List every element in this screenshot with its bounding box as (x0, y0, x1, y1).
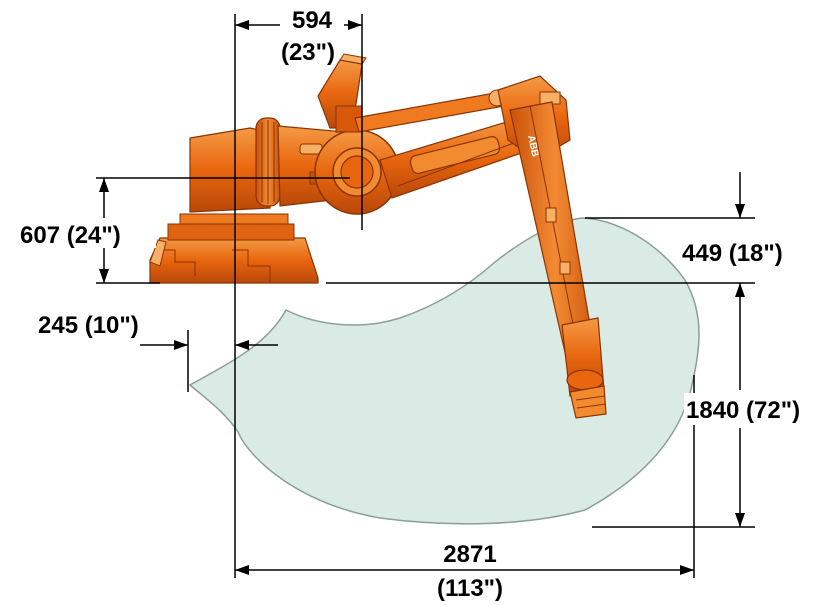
industrial-robot: ABB (149, 53, 607, 419)
robot-forearm (379, 117, 531, 199)
dim-2871-inches: (113") (437, 575, 503, 602)
dim-449-label: 449 (18") (682, 240, 783, 267)
robot-parallel-rod (354, 89, 506, 133)
robot-wrist (561, 317, 607, 419)
dim-594-inches: (23") (281, 39, 335, 66)
dimension-labels: 594 (23") 607 (24") 245 (10") 449 (18") … (18, 6, 834, 602)
dim-1840-label: 1840 (72") (686, 397, 800, 424)
arm-logo: ABB (525, 134, 540, 157)
robot-shoulder-joint (314, 129, 400, 215)
dim-2871-value: 2871 (443, 541, 496, 568)
dim-607-label: 607 (24") (20, 222, 121, 249)
dim-245-label: 245 (10") (38, 312, 139, 339)
dimension-lines (96, 14, 755, 578)
robot-base (149, 213, 319, 284)
dim-594-value: 594 (292, 7, 333, 34)
